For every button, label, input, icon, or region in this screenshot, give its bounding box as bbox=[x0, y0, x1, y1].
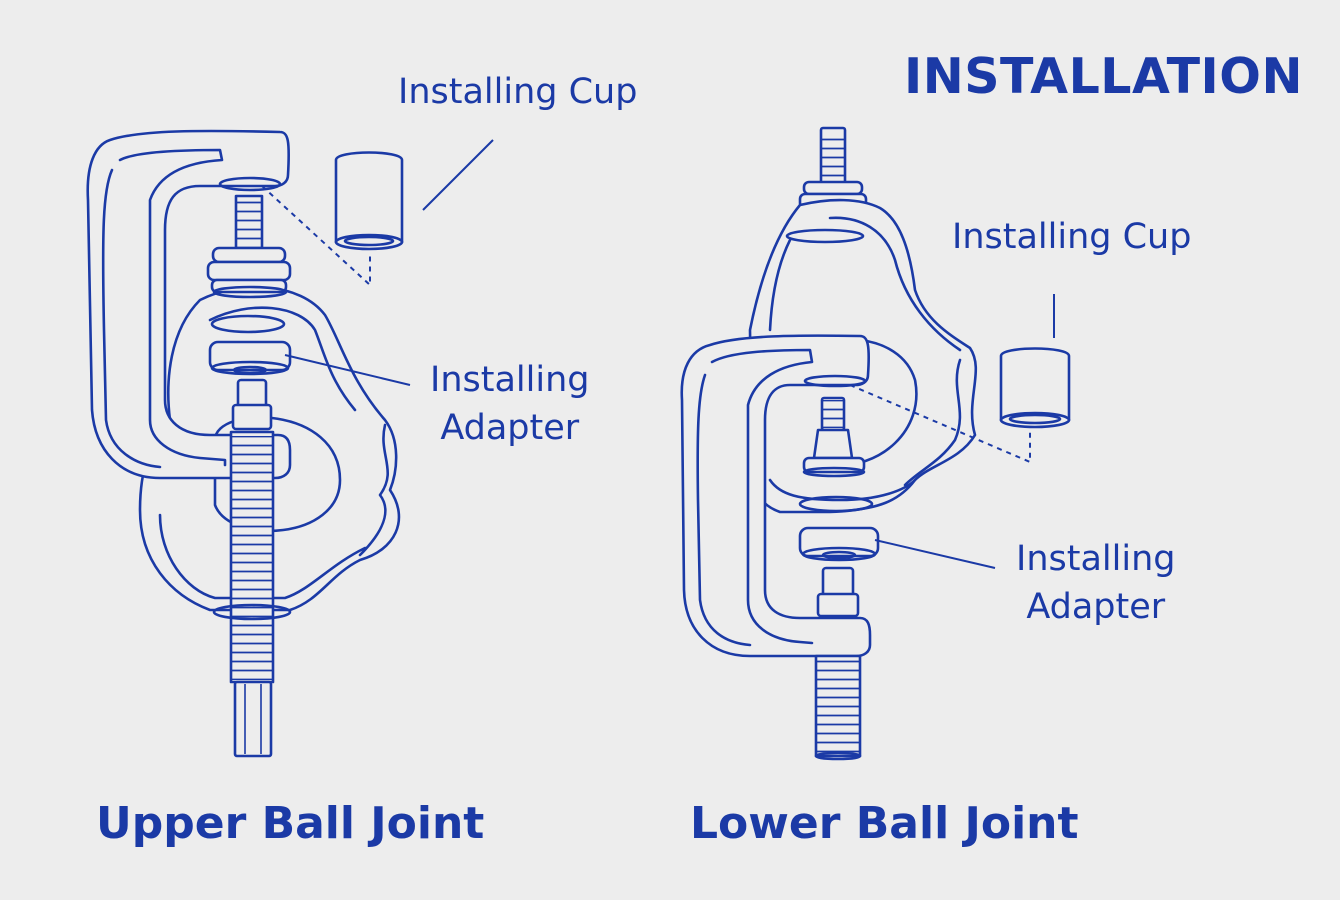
lower-c-frame bbox=[680, 334, 872, 658]
upper-adapter-label-line2: Adapter bbox=[440, 408, 580, 448]
upper-ball-joint-illustration bbox=[86, 129, 494, 758]
upper-c-frame bbox=[86, 129, 292, 480]
page-title: INSTALLATION bbox=[904, 48, 1303, 105]
lower-adapter-label-line1: Installing bbox=[1016, 539, 1176, 579]
lower-installing-adapter-label: Installing Adapter bbox=[1016, 535, 1175, 631]
lower-installing-cup bbox=[999, 347, 1071, 429]
upper-installing-adapter bbox=[208, 340, 292, 376]
lower-ball-joint-heading: Lower Ball Joint bbox=[690, 798, 1079, 849]
lower-adapter-label-line2: Adapter bbox=[1026, 587, 1166, 627]
upper-ball-joint-heading: Upper Ball Joint bbox=[96, 798, 485, 849]
upper-adapter-label-line1: Installing bbox=[430, 360, 590, 400]
upper-installing-adapter-label: Installing Adapter bbox=[430, 356, 589, 452]
lower-installing-cup-label: Installing Cup bbox=[952, 217, 1192, 257]
upper-installing-cup bbox=[334, 151, 404, 251]
upper-installing-cup-label: Installing Cup bbox=[398, 72, 638, 112]
lower-ball-joint-illustration bbox=[680, 126, 1071, 761]
lower-installing-adapter bbox=[798, 526, 880, 562]
